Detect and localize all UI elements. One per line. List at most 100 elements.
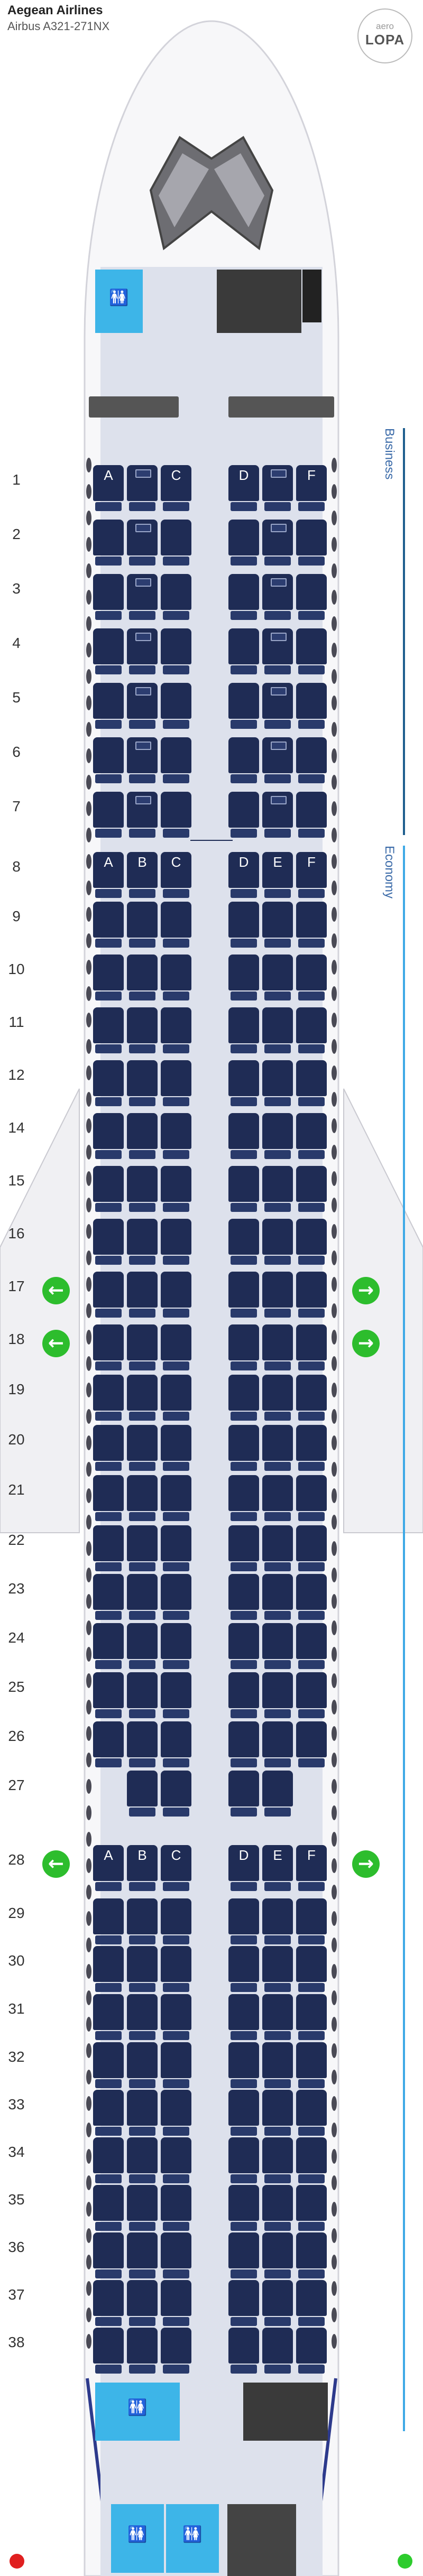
seat-3A[interactable] xyxy=(93,574,124,620)
seat-21E[interactable] xyxy=(262,1475,293,1522)
seat-25C[interactable] xyxy=(161,1672,191,1719)
seat-21A[interactable] xyxy=(93,1475,124,1522)
seat-21C[interactable] xyxy=(161,1475,191,1522)
seat-21B[interactable] xyxy=(127,1475,158,1522)
seat-36B[interactable] xyxy=(127,2232,158,2279)
seat-33B[interactable] xyxy=(127,2090,158,2136)
seat-10C[interactable] xyxy=(161,955,191,1001)
seat-7A[interactable] xyxy=(93,792,124,838)
seat-15A[interactable] xyxy=(93,1166,124,1212)
seat-6C[interactable] xyxy=(161,737,191,784)
seat-9B[interactable] xyxy=(127,902,158,948)
seat-36A[interactable] xyxy=(93,2232,124,2279)
seat-35C[interactable] xyxy=(161,2185,191,2231)
seat-30F[interactable] xyxy=(296,1946,327,1993)
seat-29B[interactable] xyxy=(127,1898,158,1945)
seat-10A[interactable] xyxy=(93,955,124,1001)
seat-32B[interactable] xyxy=(127,2042,158,2089)
seat-26A[interactable] xyxy=(93,1721,124,1768)
seat-9D[interactable] xyxy=(228,902,259,948)
seat-19B[interactable] xyxy=(127,1375,158,1421)
seat-14B[interactable] xyxy=(127,1113,158,1160)
seat-8E[interactable]: E xyxy=(262,852,293,898)
seat-1F[interactable]: F xyxy=(296,465,327,512)
seat-19D[interactable] xyxy=(228,1375,259,1421)
seat-23E[interactable] xyxy=(262,1574,293,1620)
seat-5E[interactable] xyxy=(262,683,293,729)
seat-27C[interactable] xyxy=(161,1771,191,1817)
seat-11B[interactable] xyxy=(127,1007,158,1054)
seat-31E[interactable] xyxy=(262,1994,293,2041)
seat-36E[interactable] xyxy=(262,2232,293,2279)
seat-1A[interactable]: A xyxy=(93,465,124,512)
seat-2C[interactable] xyxy=(161,520,191,566)
seat-29C[interactable] xyxy=(161,1898,191,1945)
seat-20F[interactable] xyxy=(296,1425,327,1471)
seat-17F[interactable] xyxy=(296,1272,327,1318)
seat-28B[interactable]: B xyxy=(127,1845,158,1892)
seat-35F[interactable] xyxy=(296,2185,327,2231)
seat-20A[interactable] xyxy=(93,1425,124,1471)
seat-4B[interactable] xyxy=(127,628,158,675)
seat-35A[interactable] xyxy=(93,2185,124,2231)
seat-23F[interactable] xyxy=(296,1574,327,1620)
seat-22F[interactable] xyxy=(296,1525,327,1572)
seat-8D[interactable]: D xyxy=(228,852,259,898)
seat-18C[interactable] xyxy=(161,1324,191,1371)
seat-21D[interactable] xyxy=(228,1475,259,1522)
seat-16E[interactable] xyxy=(262,1219,293,1265)
seat-29D[interactable] xyxy=(228,1898,259,1945)
seat-16B[interactable] xyxy=(127,1219,158,1265)
seat-32C[interactable] xyxy=(161,2042,191,2089)
seat-6E[interactable] xyxy=(262,737,293,784)
seat-32F[interactable] xyxy=(296,2042,327,2089)
seat-22E[interactable] xyxy=(262,1525,293,1572)
seat-11C[interactable] xyxy=(161,1007,191,1054)
seat-30A[interactable] xyxy=(93,1946,124,1993)
seat-9A[interactable] xyxy=(93,902,124,948)
seat-38E[interactable] xyxy=(262,2328,293,2374)
seat-12A[interactable] xyxy=(93,1060,124,1107)
seat-5C[interactable] xyxy=(161,683,191,729)
seat-6D[interactable] xyxy=(228,737,259,784)
seat-24D[interactable] xyxy=(228,1623,259,1670)
seat-10D[interactable] xyxy=(228,955,259,1001)
seat-24A[interactable] xyxy=(93,1623,124,1670)
seat-10F[interactable] xyxy=(296,955,327,1001)
seat-11E[interactable] xyxy=(262,1007,293,1054)
seat-16D[interactable] xyxy=(228,1219,259,1265)
seat-15B[interactable] xyxy=(127,1166,158,1212)
seat-35B[interactable] xyxy=(127,2185,158,2231)
seat-7E[interactable] xyxy=(262,792,293,838)
seat-33A[interactable] xyxy=(93,2090,124,2136)
seat-18B[interactable] xyxy=(127,1324,158,1371)
seat-6F[interactable] xyxy=(296,737,327,784)
seat-21F[interactable] xyxy=(296,1475,327,1522)
seat-32E[interactable] xyxy=(262,2042,293,2089)
seat-33C[interactable] xyxy=(161,2090,191,2136)
seat-16A[interactable] xyxy=(93,1219,124,1265)
seat-1C[interactable]: C xyxy=(161,465,191,512)
seat-7D[interactable] xyxy=(228,792,259,838)
seat-34B[interactable] xyxy=(127,2137,158,2184)
seat-34F[interactable] xyxy=(296,2137,327,2184)
seat-10E[interactable] xyxy=(262,955,293,1001)
seat-37B[interactable] xyxy=(127,2280,158,2327)
seat-38B[interactable] xyxy=(127,2328,158,2374)
seat-17A[interactable] xyxy=(93,1272,124,1318)
seat-2D[interactable] xyxy=(228,520,259,566)
seat-14D[interactable] xyxy=(228,1113,259,1160)
seat-19E[interactable] xyxy=(262,1375,293,1421)
seat-7C[interactable] xyxy=(161,792,191,838)
seat-12C[interactable] xyxy=(161,1060,191,1107)
seat-38F[interactable] xyxy=(296,2328,327,2374)
seat-27D[interactable] xyxy=(228,1771,259,1817)
seat-2E[interactable] xyxy=(262,520,293,566)
seat-4F[interactable] xyxy=(296,628,327,675)
seat-18D[interactable] xyxy=(228,1324,259,1371)
seat-10B[interactable] xyxy=(127,955,158,1001)
seat-31C[interactable] xyxy=(161,1994,191,2041)
seat-7B[interactable] xyxy=(127,792,158,838)
seat-8B[interactable]: B xyxy=(127,852,158,898)
seat-14E[interactable] xyxy=(262,1113,293,1160)
